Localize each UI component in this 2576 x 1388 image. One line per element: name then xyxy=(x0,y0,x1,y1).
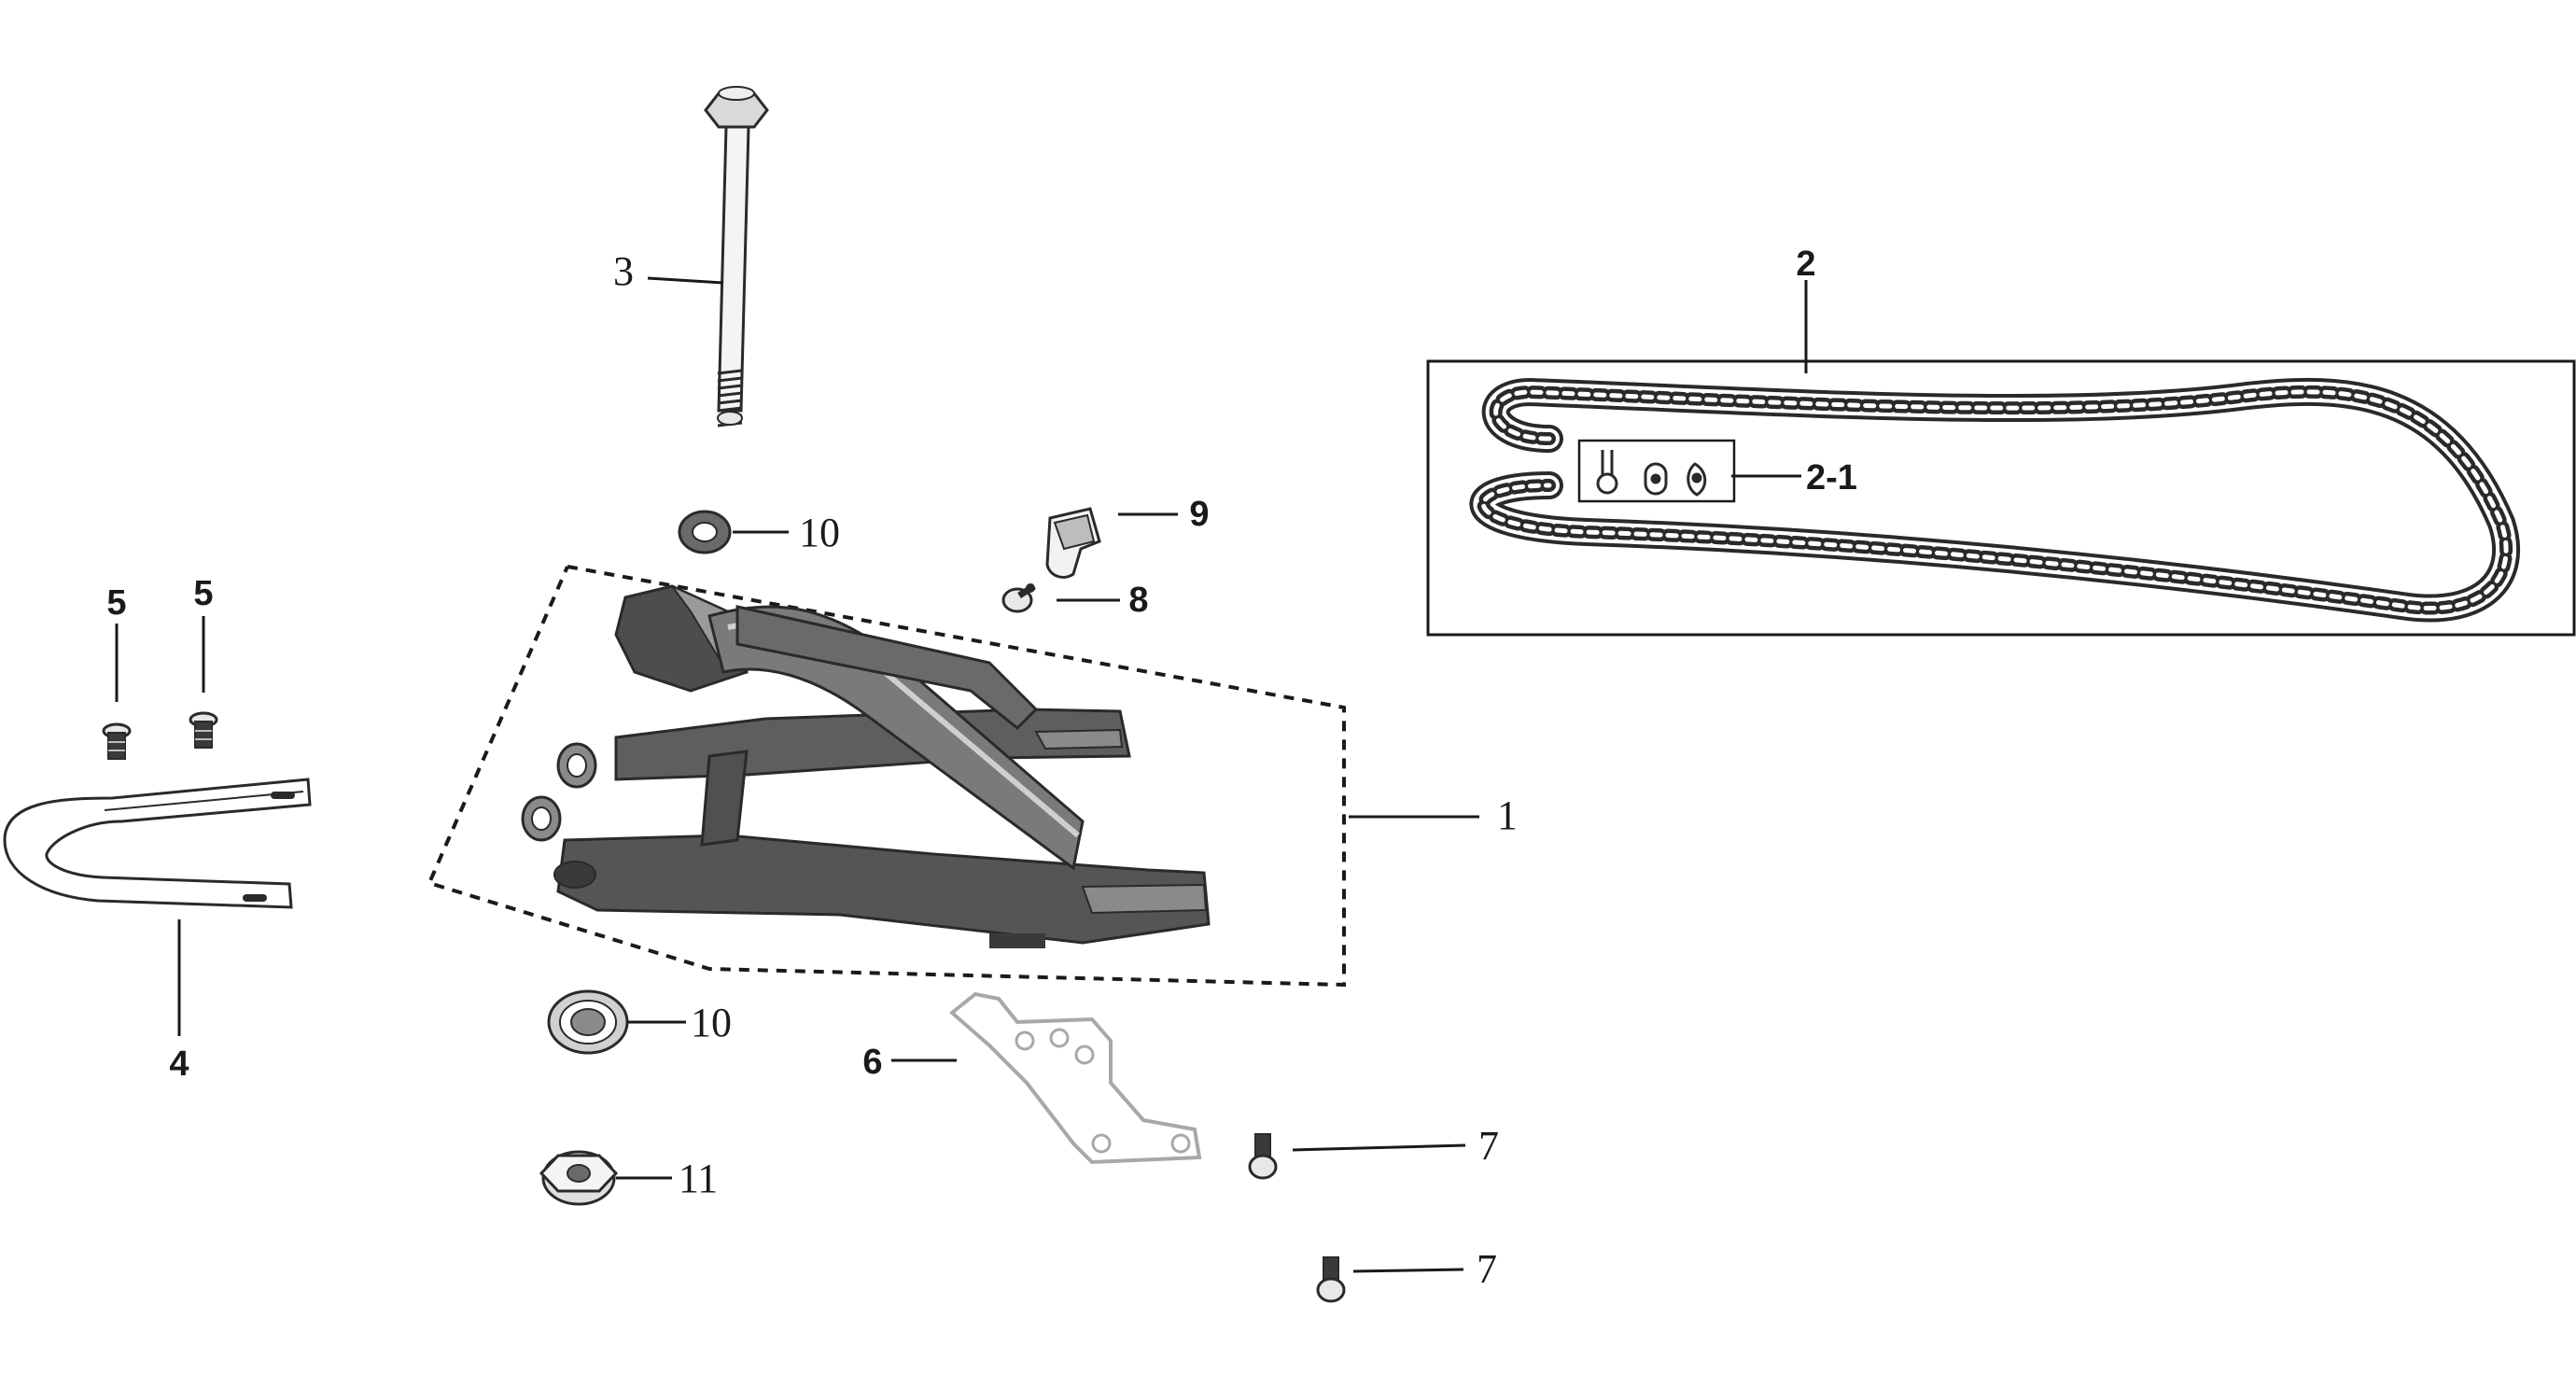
bolt-part-5-left xyxy=(102,722,132,760)
callout-3: 3 xyxy=(613,248,634,294)
callout-6: 6 xyxy=(862,1043,882,1082)
callout-9: 9 xyxy=(1189,495,1209,534)
flange-nut-part-11 xyxy=(539,1150,619,1206)
bolt-part-7-lower xyxy=(1316,1256,1346,1303)
pivot-bolt-part-3 xyxy=(704,86,769,428)
callout-11: 11 xyxy=(679,1156,718,1201)
callout-7-lower: 7 xyxy=(1477,1246,1497,1292)
bolt-part-7-upper xyxy=(1248,1133,1278,1180)
chain-guide-part-6 xyxy=(948,991,1202,1165)
callout-10-upper: 10 xyxy=(799,510,840,555)
callout-1: 1 xyxy=(1497,792,1518,838)
chain-box xyxy=(1426,359,2576,637)
drive-chain-part-2 xyxy=(1469,377,2520,623)
swingarm-bushing-upper xyxy=(556,742,597,789)
callout-7-upper: 7 xyxy=(1478,1123,1499,1169)
callout-5-left: 5 xyxy=(106,583,126,623)
callout-8: 8 xyxy=(1128,581,1148,620)
chain-clip-part-9 xyxy=(1045,507,1101,579)
bearing-part-10-lower xyxy=(547,989,629,1055)
swingarm-bushing-lower xyxy=(521,795,562,842)
screw-part-8 xyxy=(1001,583,1036,613)
bearing-part-10-upper xyxy=(678,510,732,554)
callout-2: 2 xyxy=(1796,245,1815,284)
swingarm-part-1 xyxy=(553,584,1211,948)
chain-slider-part-4 xyxy=(3,778,312,909)
callout-2-1: 2-1 xyxy=(1806,458,1857,498)
bolt-part-5-right xyxy=(189,711,218,749)
callout-5-right: 5 xyxy=(193,574,213,613)
chain-master-link-part-2-1 xyxy=(1577,439,1736,503)
callout-4: 4 xyxy=(169,1045,189,1084)
callout-10-lower: 10 xyxy=(691,1000,732,1045)
swingarm-assembly-outline xyxy=(427,565,1346,988)
